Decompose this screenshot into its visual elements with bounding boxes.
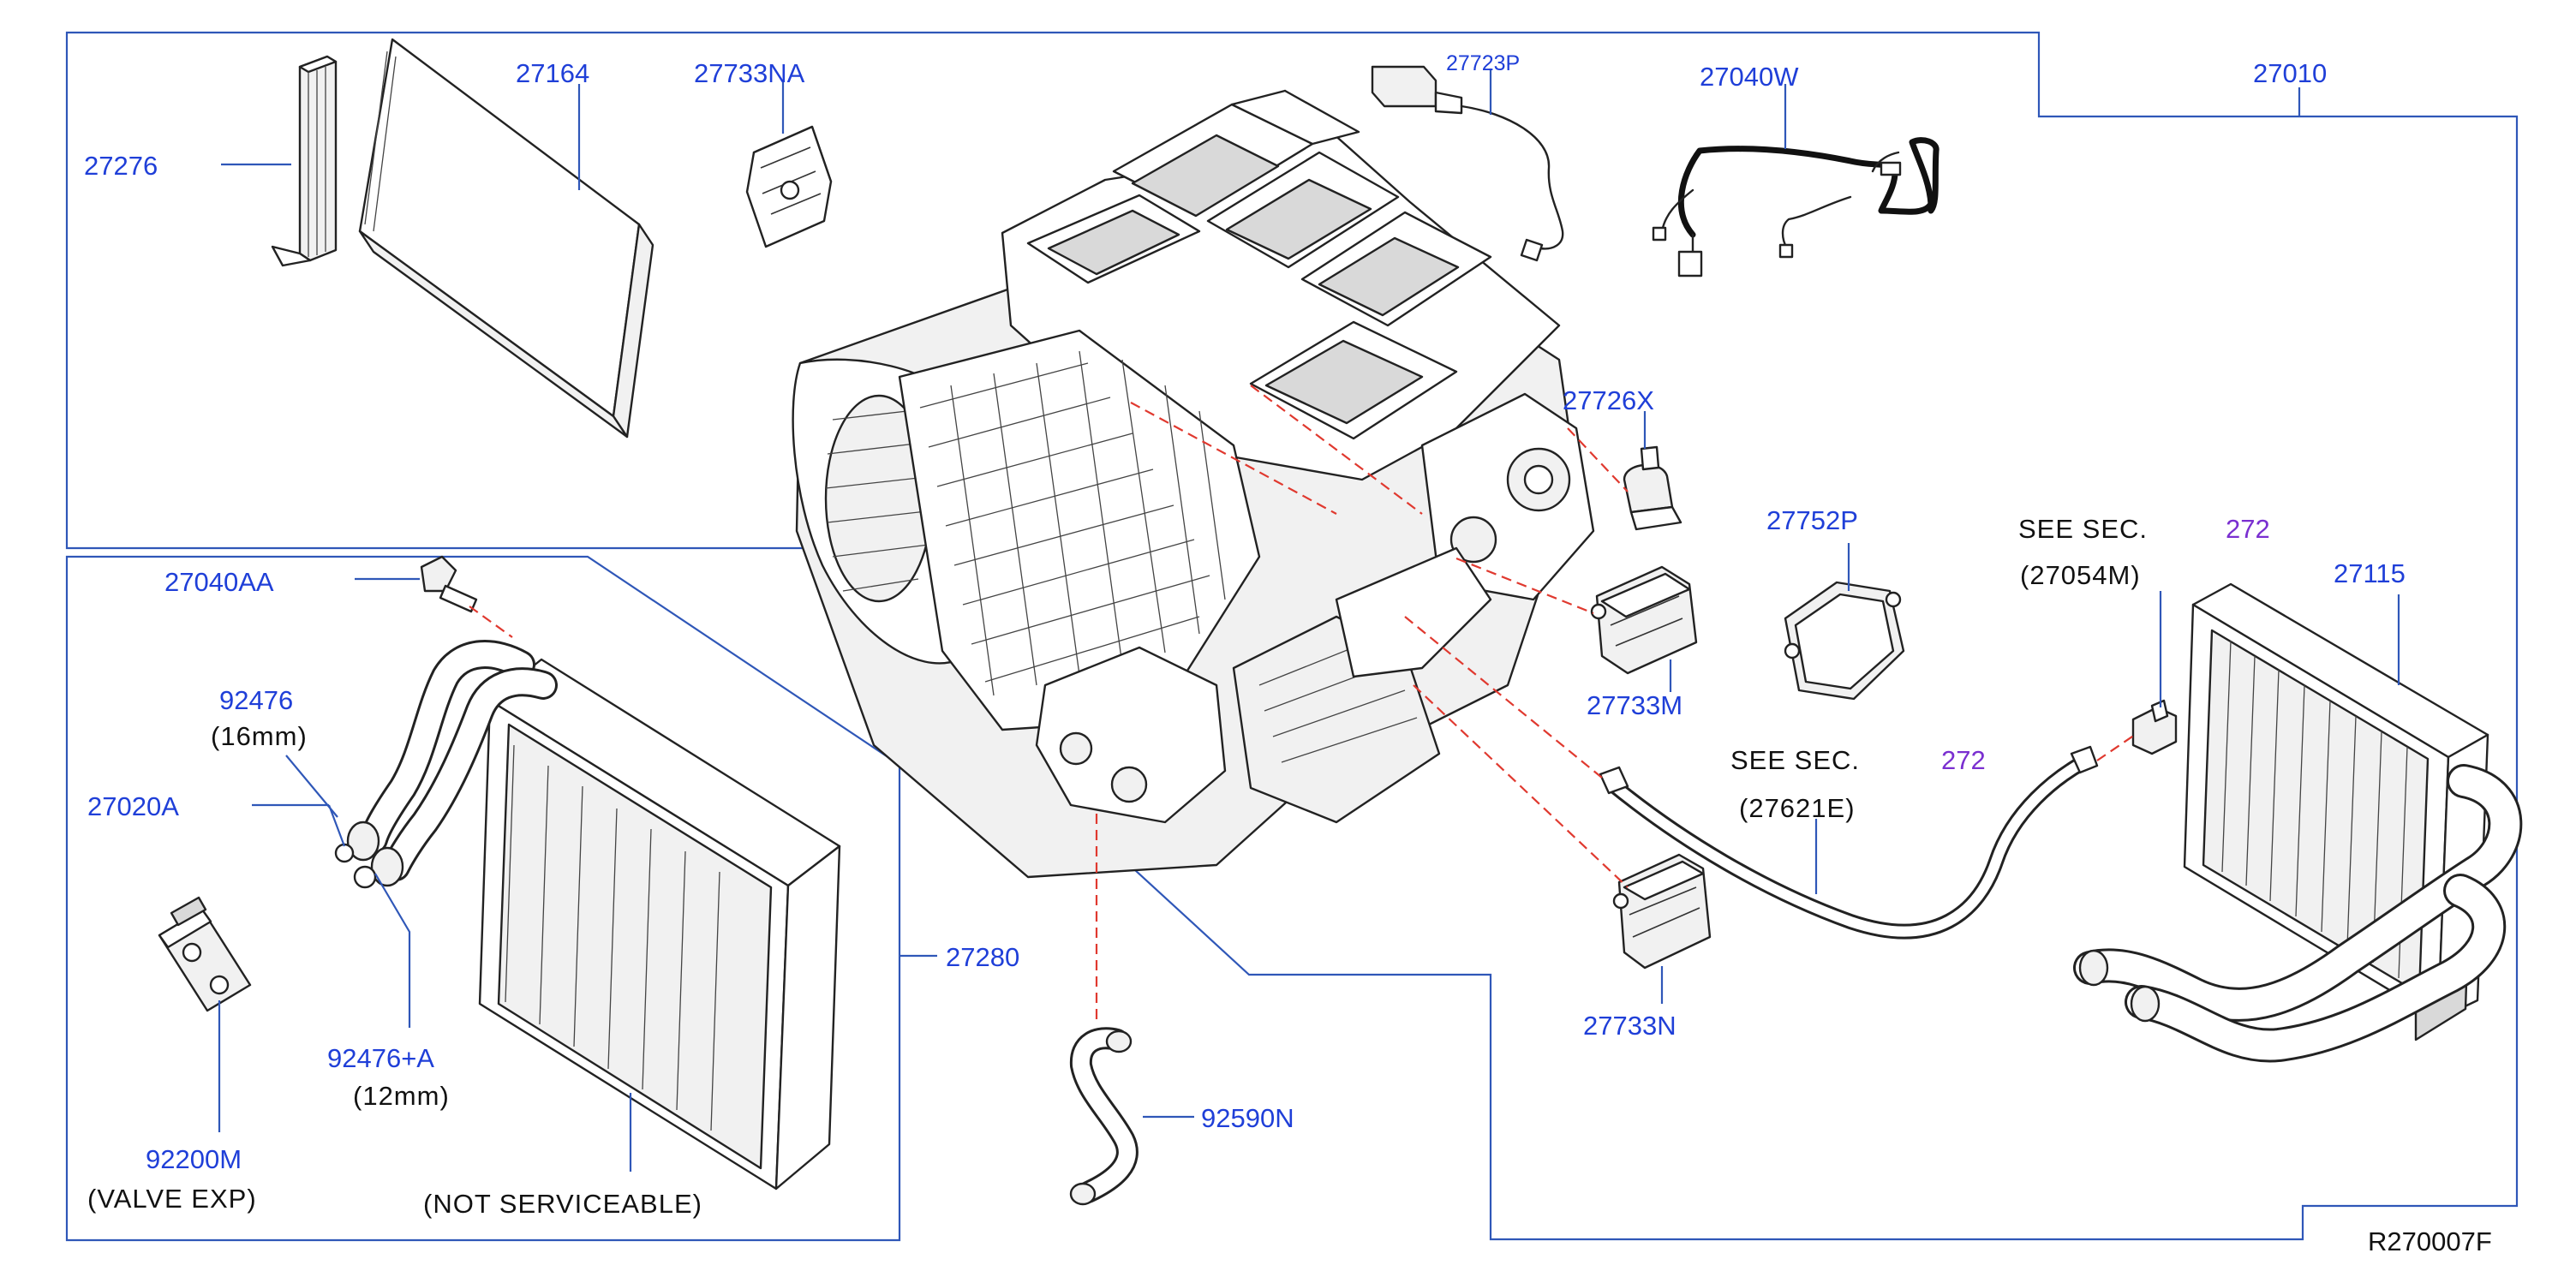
lower-frame (65, 555, 901, 1242)
part-ref-27621E: (27621E) (1739, 793, 1856, 823)
label-27020A: 27020A (87, 791, 179, 821)
label-92476-A: 92476+A (327, 1043, 434, 1073)
dashed-leader-27733M (1455, 557, 1594, 615)
see-sec-label-2: SEE SEC. (1730, 745, 1860, 775)
actuator-part-27733M[interactable] (1590, 565, 1698, 675)
label-27726X: 27726X (1563, 385, 1654, 415)
drawing-id: R270007F (2368, 1226, 2492, 1256)
dashed-leader-screw (469, 606, 513, 638)
screw-part-27040AA[interactable] (420, 555, 478, 613)
actuator-part-27733N[interactable] (1612, 853, 1712, 970)
control-module-part-27752P[interactable] (1784, 581, 1905, 701)
label-27733M: 27733M (1587, 690, 1682, 720)
label-27733NA: 27733NA (694, 58, 805, 88)
section-ref-2: 272 (1941, 745, 1986, 775)
dashed-leader-27733N (1413, 684, 1629, 888)
label-27276: 27276 (84, 151, 158, 181)
dashed-leader-27726X (1567, 427, 1629, 492)
label-92200M: 92200M (146, 1144, 242, 1174)
label-27280: 27280 (946, 942, 1019, 972)
harness-part-27040W[interactable] (1652, 137, 1939, 277)
connector-part-27054M[interactable] (2131, 699, 2178, 755)
label-27010: 27010 (2253, 58, 2327, 88)
sensor-part-27723P[interactable] (1371, 65, 1564, 262)
dashed-leader-hose (1404, 616, 1603, 779)
heater-unit-housing[interactable] (792, 89, 1595, 879)
label-27040AA: 27040AA (164, 567, 274, 597)
expansion-valve-part-92200M[interactable] (158, 896, 252, 1012)
part-ref-27054M: (27054M) (2020, 560, 2141, 590)
label-27115: 27115 (2334, 558, 2406, 588)
dashed-leader-27054M (2096, 734, 2136, 761)
heater-core-part-27115[interactable] (2073, 582, 2523, 1063)
filter-part-27164[interactable] (358, 38, 654, 439)
not-serviceable-note: (NOT SERVICEABLE) (423, 1189, 702, 1219)
section-ref-1: 272 (2226, 514, 2270, 544)
valve-exp-note: (VALVE EXP) (87, 1184, 257, 1214)
see-sec-label-1: SEE SEC. (2018, 514, 2148, 544)
actuator-part-27733NA[interactable] (745, 125, 833, 248)
label-27733N: 27733N (1583, 1011, 1676, 1041)
evaporator-part-27280[interactable] (334, 640, 841, 1190)
aspirator-hose[interactable] (1599, 745, 2099, 940)
dashed-leader-interior-1 (1130, 402, 1337, 515)
label-27164: 27164 (516, 58, 589, 88)
size-12mm: (12mm) (353, 1081, 450, 1111)
label-27723P: 27723P (1446, 51, 1520, 75)
sensor-part-27726X[interactable] (1623, 445, 1682, 531)
label-27752P: 27752P (1766, 505, 1858, 535)
drain-hose-part-92590N[interactable] (1069, 1027, 1139, 1206)
label-92476: 92476 (219, 685, 293, 715)
dashed-leader-interior-2 (1250, 385, 1423, 515)
label-92590N: 92590N (1201, 1103, 1294, 1133)
bracket-part-27276[interactable] (271, 55, 338, 267)
label-27040W: 27040W (1700, 62, 1799, 92)
size-16mm: (16mm) (211, 721, 308, 751)
